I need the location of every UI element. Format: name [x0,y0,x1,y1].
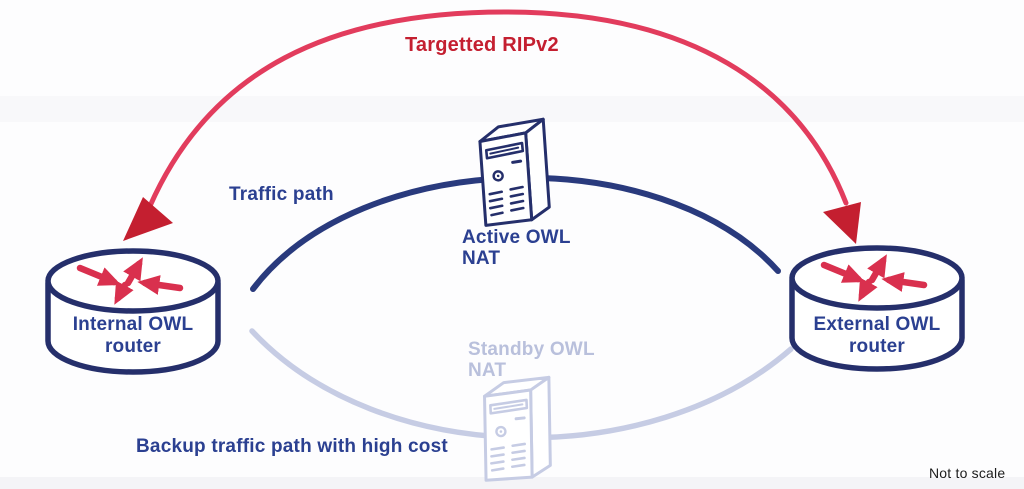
attack-arrowhead-left-icon [123,197,173,241]
backup-path-label: Backup traffic path with high cost [136,436,448,457]
targetted-ripv2-arc [147,9,849,209]
standby-nat-server-icon [481,374,554,483]
not-to-scale-note: Not to scale [929,465,1006,481]
active-nat-label: Active OWL NAT [462,227,571,269]
attack-label: Targetted RIPv2 [405,34,559,56]
standby-nat-label: Standby OWL NAT [468,339,595,381]
external-router-label: External OWL router [813,314,941,357]
internal-router-label: Internal OWL router [72,314,194,357]
attack-arrowhead-right-icon [823,202,861,244]
traffic-path-label: Traffic path [229,184,334,205]
active-nat-server-icon [477,117,552,227]
